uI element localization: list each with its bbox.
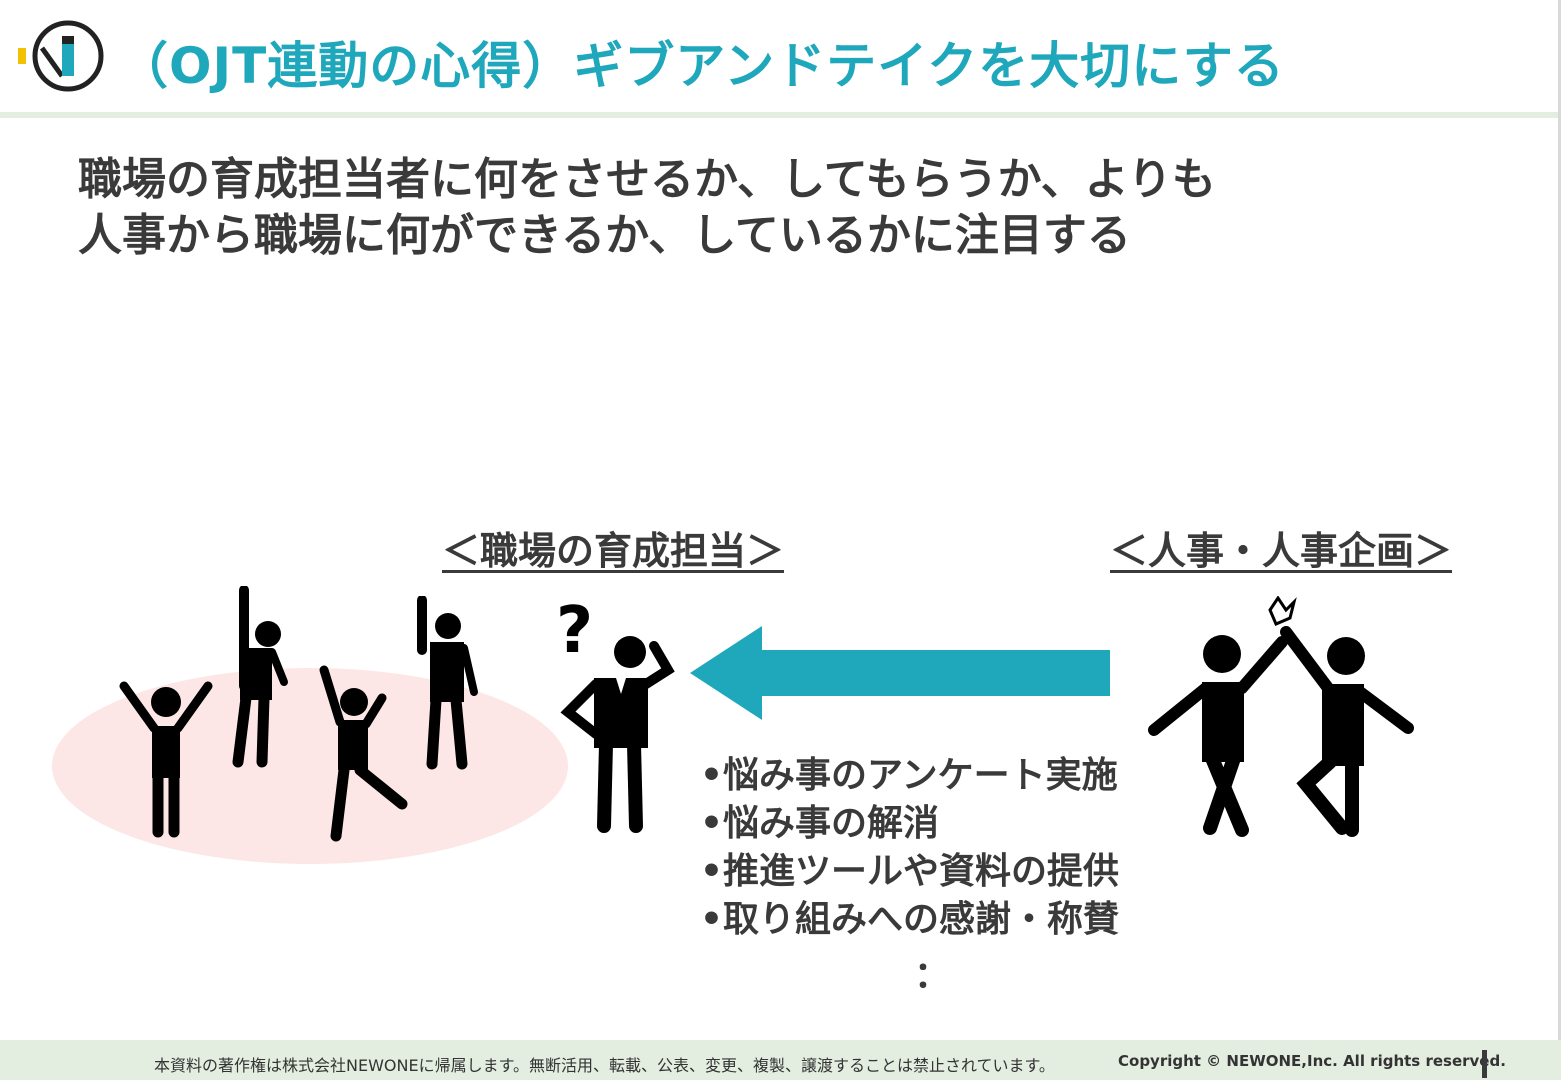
left-arrow-icon: [690, 626, 1110, 720]
spark-icon: [1268, 596, 1297, 626]
svg-text:?: ?: [556, 594, 593, 668]
page-marker: [1482, 1050, 1487, 1078]
list-item: •推進ツールや資料の提供: [700, 851, 1120, 892]
footer-band: [0, 1040, 1561, 1080]
lead-text: 職場の育成担当者に何をさせるか、してもらうか、よりも 人事から職場に何ができるか…: [78, 152, 1216, 264]
lead-line-1: 職場の育成担当者に何をさせるか、してもらうか、よりも: [78, 154, 1216, 205]
list-item: •取り組みへの感謝・称賛: [700, 899, 1120, 940]
lead-line-2: 人事から職場に何ができるか、しているかに注目する: [78, 210, 1131, 261]
side-border: [1558, 0, 1561, 1080]
hr-planning-label: ＜人事・人事企画＞: [1110, 529, 1453, 573]
copyright-notice: 本資料の著作権は株式会社NEWONEに帰属します。無断活用、転載、公表、変更、複…: [154, 1056, 1055, 1075]
copyright-line: Copyright © NEWONE,Inc. All rights reser…: [1118, 1052, 1506, 1070]
person-pointing-up-icon: [417, 596, 478, 770]
person-jumping-icon: [319, 665, 408, 842]
list-item: •悩み事の解消: [700, 803, 940, 844]
slide-title: （OJT連動の心得）ギブアンドテイクを大切にする: [118, 37, 1285, 95]
person-raising-hand-icon: [232, 586, 288, 768]
workplace-trainer-label: ＜職場の育成担当＞: [442, 529, 785, 573]
continuation-mark: ：: [914, 955, 951, 996]
company-logo-icon: [18, 20, 104, 92]
hr-action-list: •悩み事のアンケート実施 •悩み事の解消 •推進ツールや資料の提供 •取り組みへ…: [700, 752, 1119, 944]
slide-header: （OJT連動の心得）ギブアンドテイクを大切にする: [0, 0, 1561, 112]
header-divider: [0, 112, 1561, 118]
people-high-five-icon: [1148, 596, 1414, 837]
person-cheering-icon: [119, 681, 213, 838]
list-item: •悩み事のアンケート実施: [700, 755, 1118, 796]
person-thinking-question-icon: ?: [556, 594, 675, 833]
